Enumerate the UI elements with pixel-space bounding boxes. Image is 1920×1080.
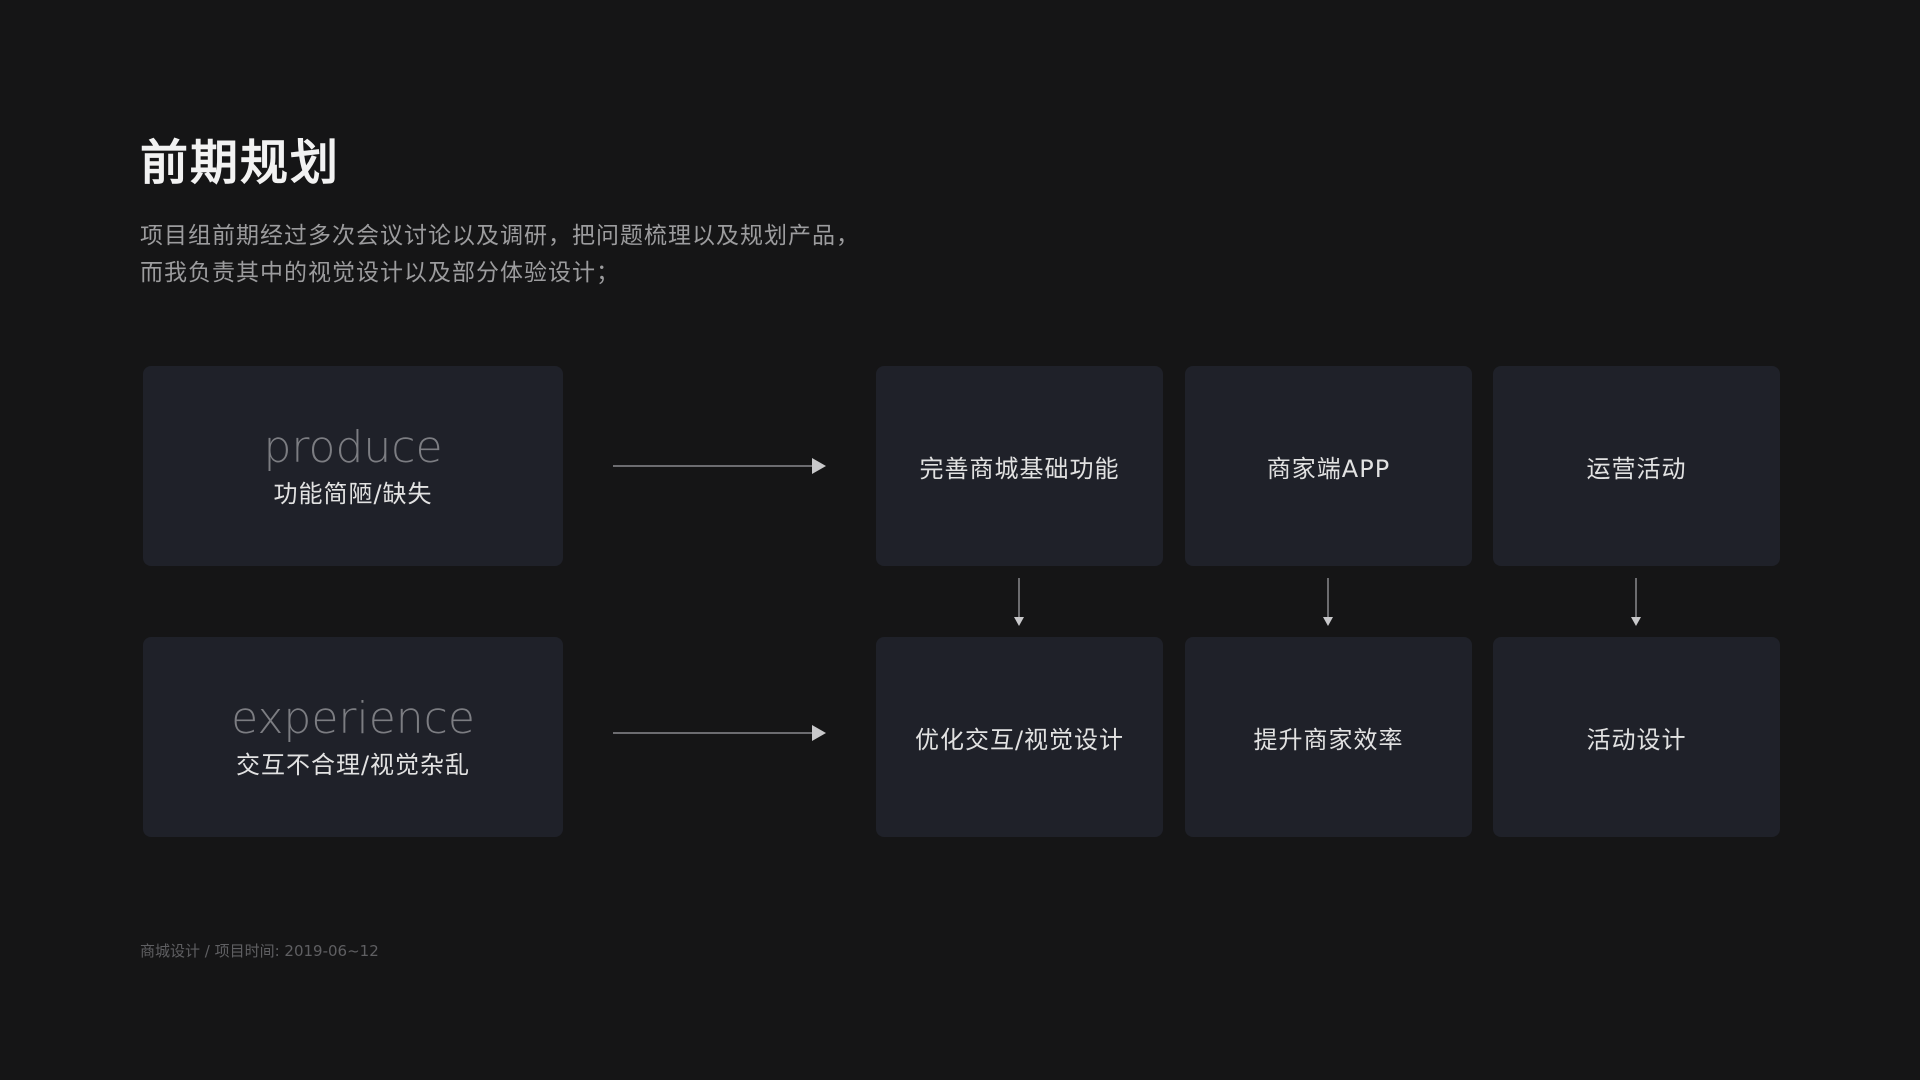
arrow-down-col2: [1323, 578, 1333, 626]
solution-label: 商家端APP: [1266, 454, 1391, 483]
solution-label: 运营活动: [1586, 454, 1687, 483]
solution-label: 完善商城基础功能: [919, 454, 1120, 483]
arrow-right-row2: [613, 725, 826, 741]
description-line-2: 而我负责其中的视觉设计以及部分体验设计；: [140, 260, 620, 286]
solution-card-top-1: 完善商城基础功能: [876, 366, 1163, 566]
problem-en-label: experience: [231, 693, 475, 744]
problem-card-experience: experience 交互不合理/视觉杂乱: [143, 637, 563, 837]
page-title: 前期规划: [140, 135, 341, 191]
solution-card-bottom-2: 提升商家效率: [1185, 637, 1472, 837]
solution-card-bottom-1: 优化交互/视觉设计: [876, 637, 1163, 837]
solution-card-top-3: 运营活动: [1493, 366, 1780, 566]
page-description: 项目组前期经过多次会议讨论以及调研，把问题梳理以及规划产品， 而我负责其中的视觉…: [140, 218, 860, 292]
problem-en-label: produce: [263, 422, 443, 473]
description-line-1: 项目组前期经过多次会议讨论以及调研，把问题梳理以及规划产品，: [140, 223, 860, 249]
footer-caption: 商城设计 / 项目时间: 2019-06~12: [140, 942, 379, 960]
arrow-down-col1: [1014, 578, 1024, 626]
problem-cn-label: 交互不合理/视觉杂乱: [235, 751, 471, 779]
solution-label: 提升商家效率: [1253, 725, 1404, 754]
problem-cn-label: 功能简陋/缺失: [273, 480, 433, 508]
solution-card-bottom-3: 活动设计: [1493, 637, 1780, 837]
arrow-down-col3: [1631, 578, 1641, 626]
solution-card-top-2: 商家端APP: [1185, 366, 1472, 566]
problem-card-produce: produce 功能简陋/缺失: [143, 366, 563, 566]
arrow-right-row1: [613, 458, 826, 474]
solution-label: 优化交互/视觉设计: [914, 725, 1125, 754]
solution-label: 活动设计: [1586, 725, 1687, 754]
